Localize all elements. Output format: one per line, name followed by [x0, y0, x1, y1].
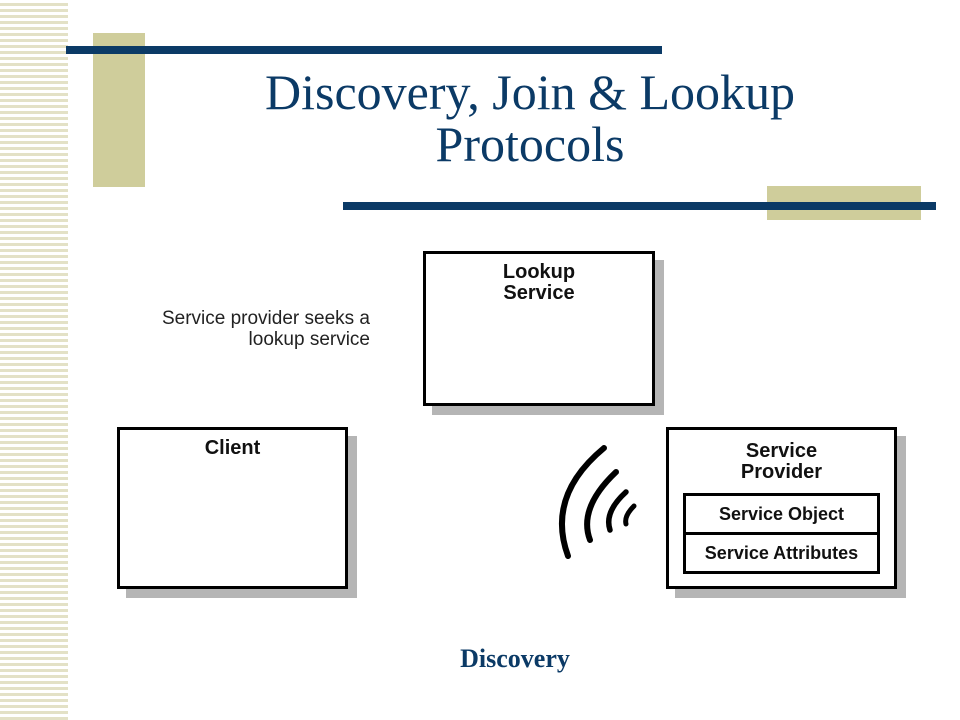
title-line-1: Discovery, Join & Lookup [264, 64, 796, 120]
page-title: Discovery, Join & Lookup Protocols [130, 66, 930, 170]
note-line-2: lookup service [248, 329, 370, 350]
discovery-note: Service provider seeks a lookup service [134, 308, 370, 350]
client-box: Client [117, 427, 348, 589]
diagram-caption: Discovery [460, 644, 570, 673]
service-object-box: Service Object [683, 493, 880, 535]
service-attributes-box: Service Attributes [683, 532, 880, 574]
service-provider-label: Service Provider [740, 440, 823, 483]
note-line-1: Service provider seeks a [161, 308, 370, 329]
signal-waves-icon [559, 445, 637, 559]
accent-bar-top [66, 46, 662, 54]
accent-bar-bottom [343, 202, 936, 210]
client-label: Client [204, 437, 261, 459]
lookup-service-label: Lookup Service [502, 261, 576, 304]
decorative-stripe-band [0, 0, 68, 720]
title-line-2: Protocols [435, 116, 625, 172]
accent-block-left [93, 33, 145, 187]
lookup-service-box: Lookup Service [423, 251, 655, 406]
service-provider-box: Service Provider Service Object Service … [666, 427, 897, 589]
